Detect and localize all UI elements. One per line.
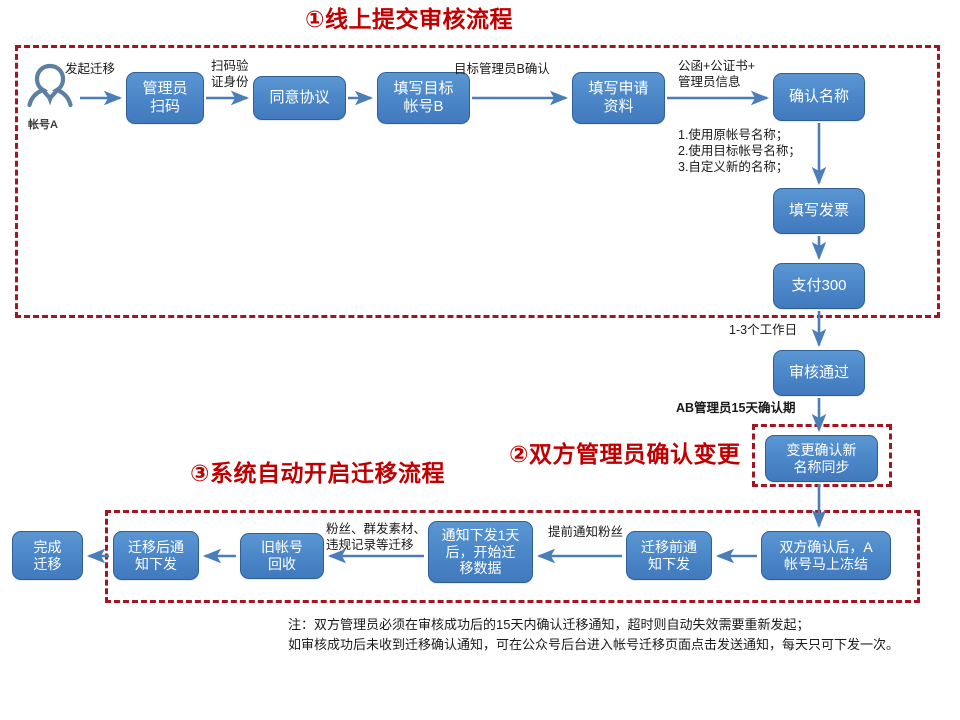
account-a-actor xyxy=(22,60,78,116)
node-fill-target-account-b[interactable]: 填写目标 帐号B xyxy=(377,72,470,124)
section-title-1: ①线上提交审核流程 xyxy=(305,6,513,32)
section-title-3: ③系统自动开启迁移流程 xyxy=(190,460,445,486)
edge-label-name-options: 1.使用原帐号名称； 2.使用目标帐号名称； 3.自定义新的名称； xyxy=(678,128,801,174)
node-admin-scan[interactable]: 管理员 扫码 xyxy=(126,72,204,124)
edge-label-notify-fans-in-advance: 提前通知粉丝 xyxy=(548,525,624,539)
node-start-migrate-after-1-day[interactable]: 通知下发1天 后，开始迁 移数据 xyxy=(428,521,533,583)
footnote-note: 注：双方管理员必须在审核成功后的15天内确认迁移通知，超时则自动失效需要重新发起… xyxy=(288,617,900,653)
node-migration-complete[interactable]: 完成 迁移 xyxy=(12,531,83,580)
node-post-migration-notice[interactable]: 迁移后通 知下发 xyxy=(113,531,199,580)
node-confirm-name[interactable]: 确认名称 xyxy=(773,73,865,121)
node-confirm-new-name-sync[interactable]: 变更确认新 名称同步 xyxy=(765,435,878,482)
node-pay-300[interactable]: 支付300 xyxy=(773,263,865,309)
node-pre-migration-notice[interactable]: 迁移前通 知下发 xyxy=(626,531,712,580)
node-fill-invoice[interactable]: 填写发票 xyxy=(773,188,865,234)
node-both-confirmed-freeze-a[interactable]: 双方确认后，A 帐号马上冻结 xyxy=(761,531,891,580)
node-fill-application-materials[interactable]: 填写申请 资料 xyxy=(572,72,665,124)
node-agree-agreement[interactable]: 同意协议 xyxy=(253,76,346,120)
edge-label-1-3-workdays: 1-3个工作日 xyxy=(729,323,798,337)
edge-label-scan-verify-identity: 扫码验 证身份 xyxy=(211,59,249,89)
person-icon xyxy=(27,63,73,108)
edge-label-official-letter-docs: 公函+公证书+ 管理员信息 xyxy=(678,59,756,89)
edge-label-fans-materials-records: 粉丝、群发素材、 违规记录等迁移 xyxy=(326,522,427,552)
account-a-caption: 帐号A xyxy=(28,119,58,131)
edge-label-initiate-migration: 发起迁移 xyxy=(65,62,116,76)
edge-label-ab-admin-15-days: AB管理员15天确认期 xyxy=(676,401,796,415)
node-review-approved[interactable]: 审核通过 xyxy=(773,350,865,396)
node-old-account-recycle[interactable]: 旧帐号 回收 xyxy=(240,533,324,579)
section-title-2: ②双方管理员确认变更 xyxy=(509,441,741,467)
edge-label-target-admin-b-confirm: 目标管理员B确认 xyxy=(454,62,550,76)
dashed-group-online-submit xyxy=(15,45,940,318)
